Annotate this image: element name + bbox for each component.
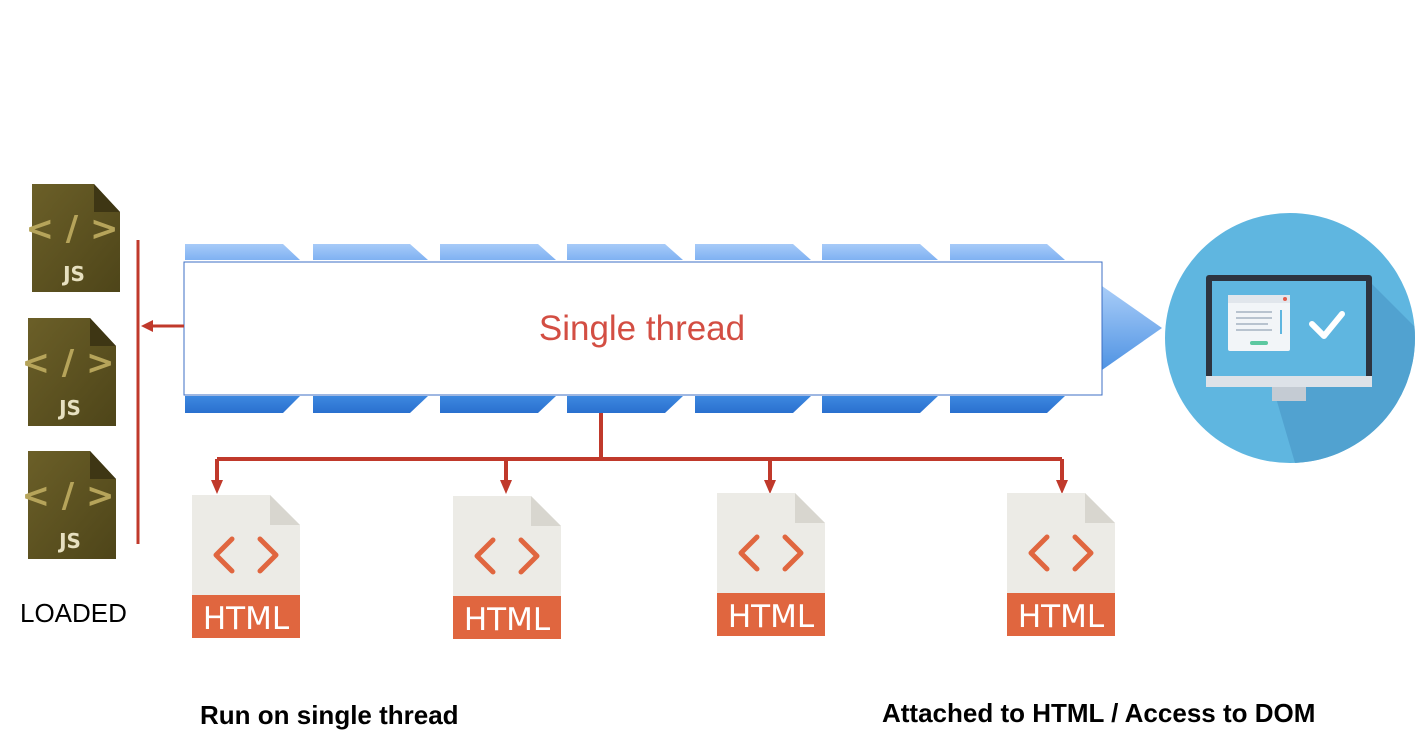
html-file-icon: HTML: [453, 496, 561, 639]
js-file-icon: < / > JS: [21, 451, 116, 559]
stripe-top-4: [567, 244, 683, 260]
html-file-icon: HTML: [1007, 493, 1115, 636]
html-file-label: HTML: [728, 599, 815, 635]
html-connector-tree: [215, 413, 1064, 484]
thread-box: [183, 261, 1103, 396]
stripe-bottom-7: [950, 396, 1065, 413]
loaded-arrow-head: [141, 320, 153, 332]
html-file-icon: HTML: [192, 495, 300, 638]
js-file-label: JS: [61, 262, 85, 286]
js-file-icon: < / > JS: [25, 184, 120, 292]
svg-text:< / >: < / >: [21, 343, 114, 383]
svg-text:< / >: < / >: [25, 209, 118, 249]
stripe-top-1: [185, 244, 300, 260]
stripe-top-5: [695, 244, 811, 260]
caption-attached-html: Attached to HTML / Access to DOM: [882, 698, 1316, 728]
stripe-bottom-5: [695, 396, 811, 413]
html-connector-arrowheads: [211, 480, 1068, 494]
monitor-check-icon: [1165, 213, 1415, 463]
caption-run-single-thread: Run on single thread: [200, 700, 459, 730]
js-file-label: JS: [57, 396, 81, 420]
html-file-icon: HTML: [717, 493, 825, 636]
stripe-bottom-2: [313, 396, 428, 413]
stripe-top-2: [313, 244, 428, 260]
stripe-top-6: [822, 244, 938, 260]
svg-text:< / >: < / >: [21, 476, 114, 516]
thread-stripes-bottom: [185, 396, 1065, 413]
stripe-top-3: [440, 244, 556, 260]
thread-stripes-top: [185, 244, 1065, 260]
stripe-bottom-4: [567, 396, 683, 413]
html-file-label: HTML: [464, 602, 551, 638]
stripe-bottom-6: [822, 396, 938, 413]
loaded-connector: [136, 240, 184, 544]
html-file-label: HTML: [1018, 599, 1105, 635]
js-file-icon: < / > JS: [21, 318, 116, 426]
stripe-bottom-1: [185, 396, 300, 413]
stripe-top-7: [950, 244, 1065, 260]
thread-label: Single thread: [539, 309, 745, 348]
thread-arrow-head: [1102, 286, 1162, 370]
stripe-bottom-3: [440, 396, 556, 413]
js-file-label: JS: [57, 529, 81, 553]
html-file-label: HTML: [203, 601, 290, 637]
loaded-label: LOADED: [20, 598, 127, 628]
